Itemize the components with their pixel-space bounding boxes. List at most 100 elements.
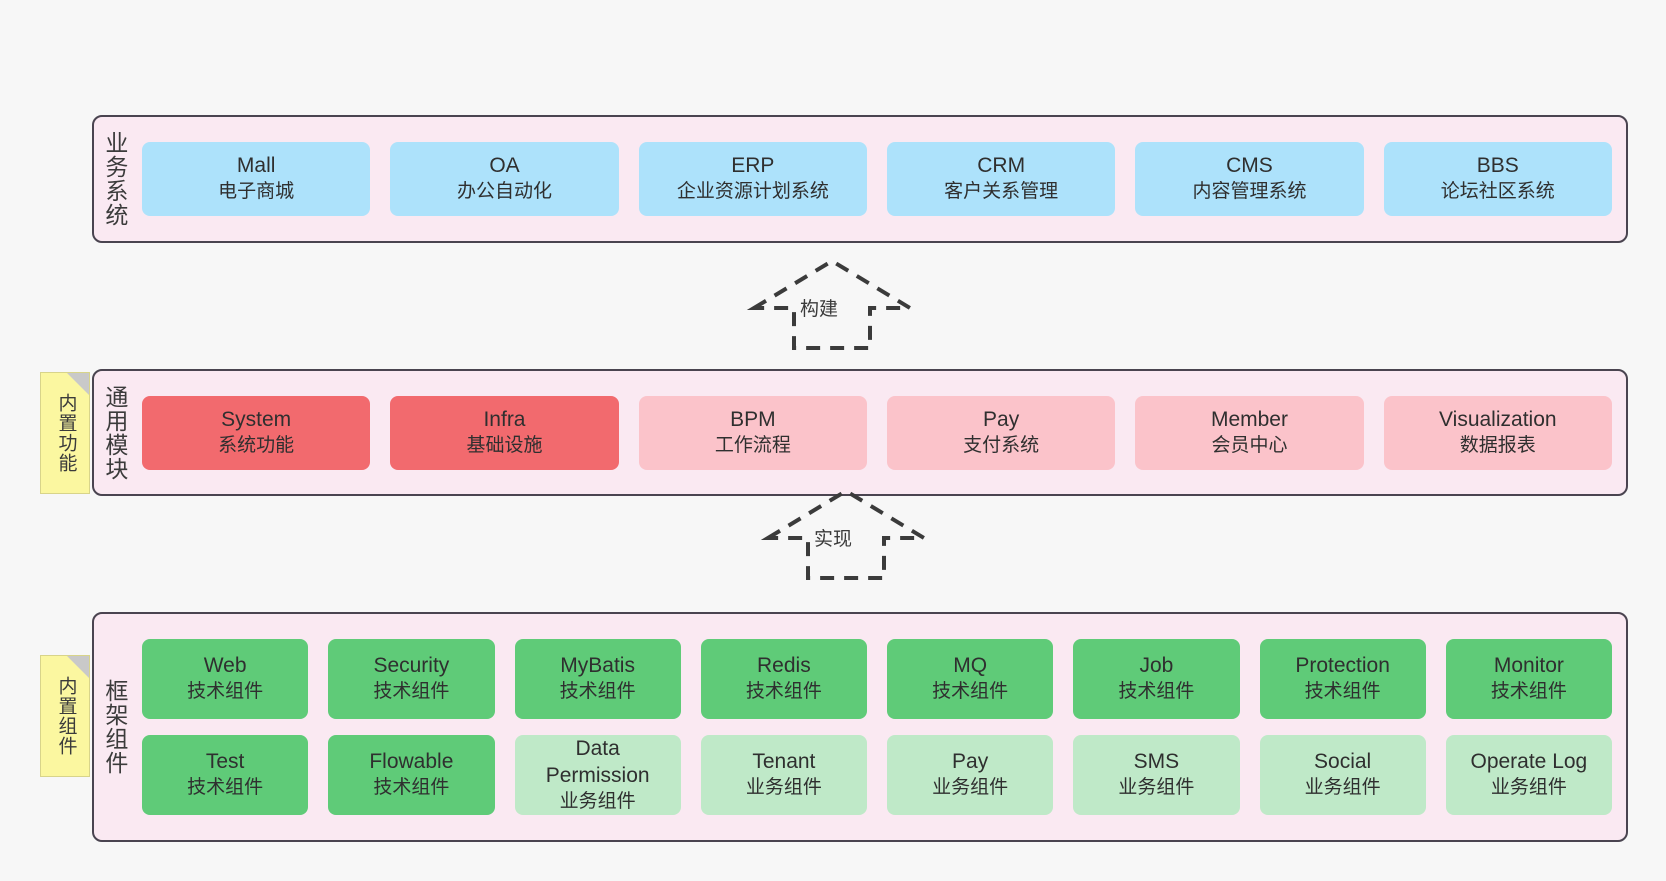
module-title: System: [221, 407, 292, 431]
component-card-tenant[interactable]: Tenant 业务组件: [700, 735, 867, 815]
layer-business-systems: 业务系统 Mall 电子商城 OA 办公自动化 ERP 企业资源计划系统 CRM…: [92, 115, 1628, 243]
module-title: ERP: [731, 154, 775, 178]
module-subtitle: 办公自动化: [456, 181, 552, 203]
module-subtitle: 支付系统: [963, 434, 1040, 456]
component-subtitle: 技术组件: [187, 777, 264, 799]
module-title: Mall: [236, 154, 276, 178]
component-title: Pay: [952, 750, 989, 774]
module-title: Pay: [983, 407, 1020, 431]
module-title: Visualization: [1439, 407, 1557, 431]
module-title: CRM: [977, 154, 1026, 178]
component-subtitle: 业务组件: [559, 790, 636, 812]
module-subtitle: 电子商城: [218, 181, 295, 203]
component-subtitle: 业务组件: [1490, 777, 1567, 799]
module-card-bpm[interactable]: BPM 工作流程: [638, 395, 867, 470]
module-title: Member: [1210, 407, 1288, 431]
component-card-data-permission[interactable]: Data Permission 业务组件: [514, 735, 681, 815]
component-card-protection[interactable]: Protection 技术组件: [1259, 639, 1426, 719]
module-subtitle: 会员中心: [1211, 434, 1288, 456]
component-subtitle: 技术组件: [1490, 681, 1567, 703]
component-title: Monitor: [1493, 654, 1564, 678]
layer-body-framework: Web 技术组件 Security 技术组件 MyBatis 技术组件 Redi…: [134, 614, 1626, 840]
module-title: BBS: [1476, 154, 1519, 178]
arrow-outline: [746, 258, 918, 350]
module-card-cms[interactable]: CMS 内容管理系统: [1135, 142, 1364, 216]
module-card-crm[interactable]: CRM 客户关系管理: [886, 142, 1116, 216]
component-title: Social: [1314, 750, 1372, 774]
component-subtitle: 技术组件: [373, 777, 450, 799]
component-title: Redis: [757, 654, 811, 678]
component-subtitle: 技术组件: [1304, 681, 1381, 703]
component-card-operate-log[interactable]: Operate Log 业务组件: [1445, 735, 1612, 815]
component-title: Data Permission: [545, 736, 650, 787]
layer-label-framework: 框架组件: [101, 679, 128, 775]
arrow-label-build: 构建: [798, 294, 841, 321]
component-title: Test: [205, 750, 245, 774]
component-title: Operate Log: [1470, 750, 1588, 774]
component-title: SMS: [1133, 750, 1180, 774]
component-subtitle: 业务组件: [1304, 777, 1381, 799]
component-card-social[interactable]: Social 业务组件: [1259, 735, 1426, 815]
module-title: BPM: [730, 407, 776, 431]
module-card-member[interactable]: Member 会员中心: [1135, 395, 1364, 470]
component-title: Tenant: [752, 750, 816, 774]
arrow-outline: [760, 488, 932, 580]
component-subtitle: 技术组件: [745, 681, 822, 703]
module-subtitle: 企业资源计划系统: [676, 181, 829, 203]
module-subtitle: 系统功能: [218, 434, 295, 456]
component-title: MyBatis: [560, 654, 635, 678]
component-card-pay[interactable]: Pay 业务组件: [887, 735, 1054, 815]
component-subtitle: 业务组件: [1118, 777, 1195, 799]
row-business-0: Mall 电子商城 OA 办公自动化 ERP 企业资源计划系统 CRM 客户关系…: [142, 142, 1612, 216]
module-card-pay[interactable]: Pay 支付系统: [886, 395, 1116, 470]
component-title: Job: [1139, 654, 1174, 678]
layer-label-business: 业务系统: [101, 131, 128, 227]
module-subtitle: 论坛社区系统: [1440, 181, 1555, 203]
module-card-mall[interactable]: Mall 电子商城: [142, 142, 371, 216]
module-subtitle: 工作流程: [714, 434, 791, 456]
component-title: Web: [203, 654, 247, 678]
component-card-monitor[interactable]: Monitor 技术组件: [1445, 639, 1612, 719]
layer-common-modules: 通用模块 System 系统功能 Infra 基础设施 BPM 工作流程 Pay…: [92, 369, 1628, 496]
component-subtitle: 技术组件: [932, 681, 1009, 703]
component-subtitle: 技术组件: [1118, 681, 1195, 703]
component-card-mybatis[interactable]: MyBatis 技术组件: [514, 639, 681, 719]
component-card-web[interactable]: Web 技术组件: [142, 639, 309, 719]
component-card-flowable[interactable]: Flowable 技术组件: [328, 735, 495, 815]
component-subtitle: 技术组件: [373, 681, 450, 703]
component-subtitle: 技术组件: [559, 681, 636, 703]
module-card-visualization[interactable]: Visualization 数据报表: [1383, 395, 1612, 470]
component-title: MQ: [953, 654, 988, 678]
arrow-implement: 实现: [760, 488, 932, 580]
module-card-erp[interactable]: ERP 企业资源计划系统: [638, 142, 867, 216]
module-title: Infra: [483, 407, 526, 431]
module-subtitle: 客户关系管理: [944, 181, 1059, 203]
module-title: CMS: [1226, 154, 1273, 178]
row-framework-1: Test 技术组件 Flowable 技术组件 Data Permission …: [142, 735, 1612, 815]
component-card-security[interactable]: Security 技术组件: [328, 639, 495, 719]
component-subtitle: 业务组件: [932, 777, 1009, 799]
component-card-mq[interactable]: MQ 技术组件: [887, 639, 1054, 719]
component-card-job[interactable]: Job 技术组件: [1073, 639, 1240, 719]
row-framework-0: Web 技术组件 Security 技术组件 MyBatis 技术组件 Redi…: [142, 639, 1612, 719]
note-builtin-function: 内置功能: [40, 372, 90, 494]
row-modules-0: System 系统功能 Infra 基础设施 BPM 工作流程 Pay 支付系统…: [142, 395, 1612, 470]
module-card-oa[interactable]: OA 办公自动化: [390, 142, 619, 216]
module-card-bbs[interactable]: BBS 论坛社区系统: [1383, 142, 1612, 216]
component-card-redis[interactable]: Redis 技术组件: [700, 639, 867, 719]
layer-body-modules: System 系统功能 Infra 基础设施 BPM 工作流程 Pay 支付系统…: [134, 371, 1626, 494]
component-title: Protection: [1295, 654, 1390, 678]
component-subtitle: 业务组件: [745, 777, 822, 799]
module-subtitle: 基础设施: [466, 434, 543, 456]
module-card-system[interactable]: System 系统功能: [142, 395, 371, 470]
module-title: OA: [489, 154, 520, 178]
layer-label-modules: 通用模块: [101, 384, 128, 481]
component-card-sms[interactable]: SMS 业务组件: [1073, 735, 1240, 815]
component-card-test[interactable]: Test 技术组件: [142, 735, 309, 815]
note-builtin-component: 内置组件: [40, 655, 90, 777]
component-title: Flowable: [369, 750, 454, 774]
layer-body-business: Mall 电子商城 OA 办公自动化 ERP 企业资源计划系统 CRM 客户关系…: [134, 117, 1626, 241]
module-card-infra[interactable]: Infra 基础设施: [390, 395, 619, 470]
arrow-build: 构建: [746, 258, 918, 350]
layer-framework-components: 框架组件 Web 技术组件 Security 技术组件 MyBatis 技术组件…: [92, 612, 1628, 842]
